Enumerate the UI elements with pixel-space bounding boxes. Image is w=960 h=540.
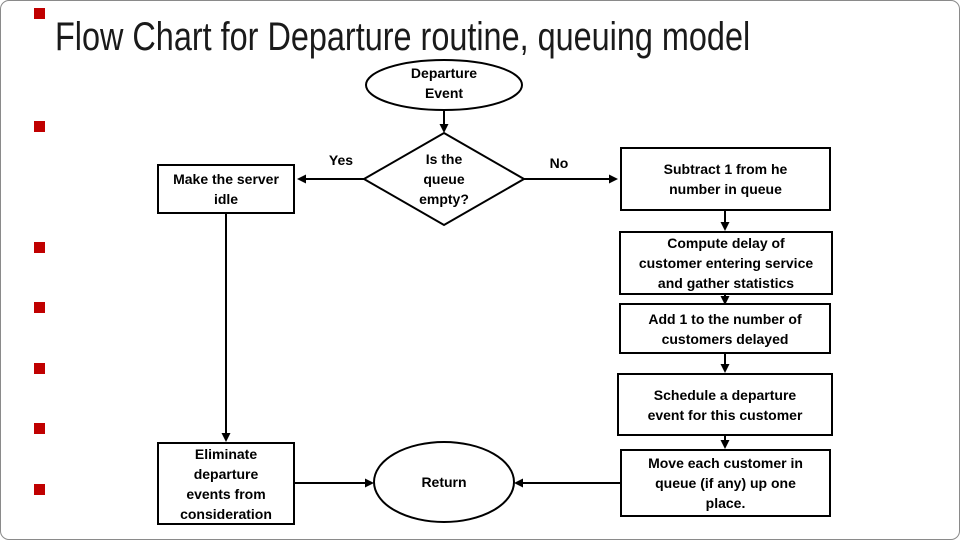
node-line: departure bbox=[193, 465, 259, 482]
node-line: Make the server bbox=[173, 171, 279, 187]
node-compute-delay: Compute delay of customer entering servi… bbox=[619, 231, 833, 295]
bullet-marker bbox=[34, 8, 45, 19]
bullet-marker bbox=[34, 302, 45, 313]
node-line: Eliminate bbox=[194, 445, 258, 462]
node-line: Subtract 1 from he bbox=[663, 161, 788, 177]
node-add-one: Add 1 to the number of customers delayed bbox=[619, 303, 831, 354]
edge-label-yes: Yes bbox=[328, 152, 354, 168]
node-schedule-departure: Schedule a departure event for this cust… bbox=[617, 373, 833, 436]
start-ellipse bbox=[365, 59, 523, 111]
node-make-server-idle: Make the server idle bbox=[157, 164, 295, 214]
return-ellipse bbox=[373, 441, 515, 523]
bullet-marker bbox=[34, 242, 45, 253]
slide-title: Flow Chart for Departure routine, queuin… bbox=[55, 15, 751, 59]
decision-diamond bbox=[361, 131, 527, 227]
node-line: number in queue bbox=[669, 181, 782, 197]
node-line: customer entering service bbox=[638, 255, 814, 271]
node-line: queue (if any) up one bbox=[655, 475, 796, 491]
node-line: Schedule a departure bbox=[653, 386, 797, 403]
node-line: consideration bbox=[180, 505, 272, 522]
node-line: and gather statistics bbox=[657, 275, 795, 291]
node-line: place. bbox=[705, 495, 746, 511]
bullet-marker bbox=[34, 121, 45, 132]
node-line: idle bbox=[213, 191, 239, 207]
node-move-customers: Move each customer in queue (if any) up … bbox=[620, 449, 831, 517]
node-line: customers delayed bbox=[661, 330, 789, 347]
node-line: Add 1 to the number of bbox=[648, 310, 802, 327]
node-line: Move each customer in bbox=[648, 455, 803, 471]
node-subtract-one: Subtract 1 from he number in queue bbox=[620, 147, 831, 211]
edge-label-no: No bbox=[549, 155, 569, 171]
bullet-marker bbox=[34, 423, 45, 434]
bullet-marker bbox=[34, 363, 45, 374]
node-line: event for this customer bbox=[647, 406, 803, 423]
bullet-marker bbox=[34, 484, 45, 495]
node-line: events from bbox=[186, 485, 266, 502]
node-line: Compute delay of bbox=[667, 235, 785, 251]
node-eliminate-events: Eliminate departure events from consider… bbox=[157, 442, 295, 525]
